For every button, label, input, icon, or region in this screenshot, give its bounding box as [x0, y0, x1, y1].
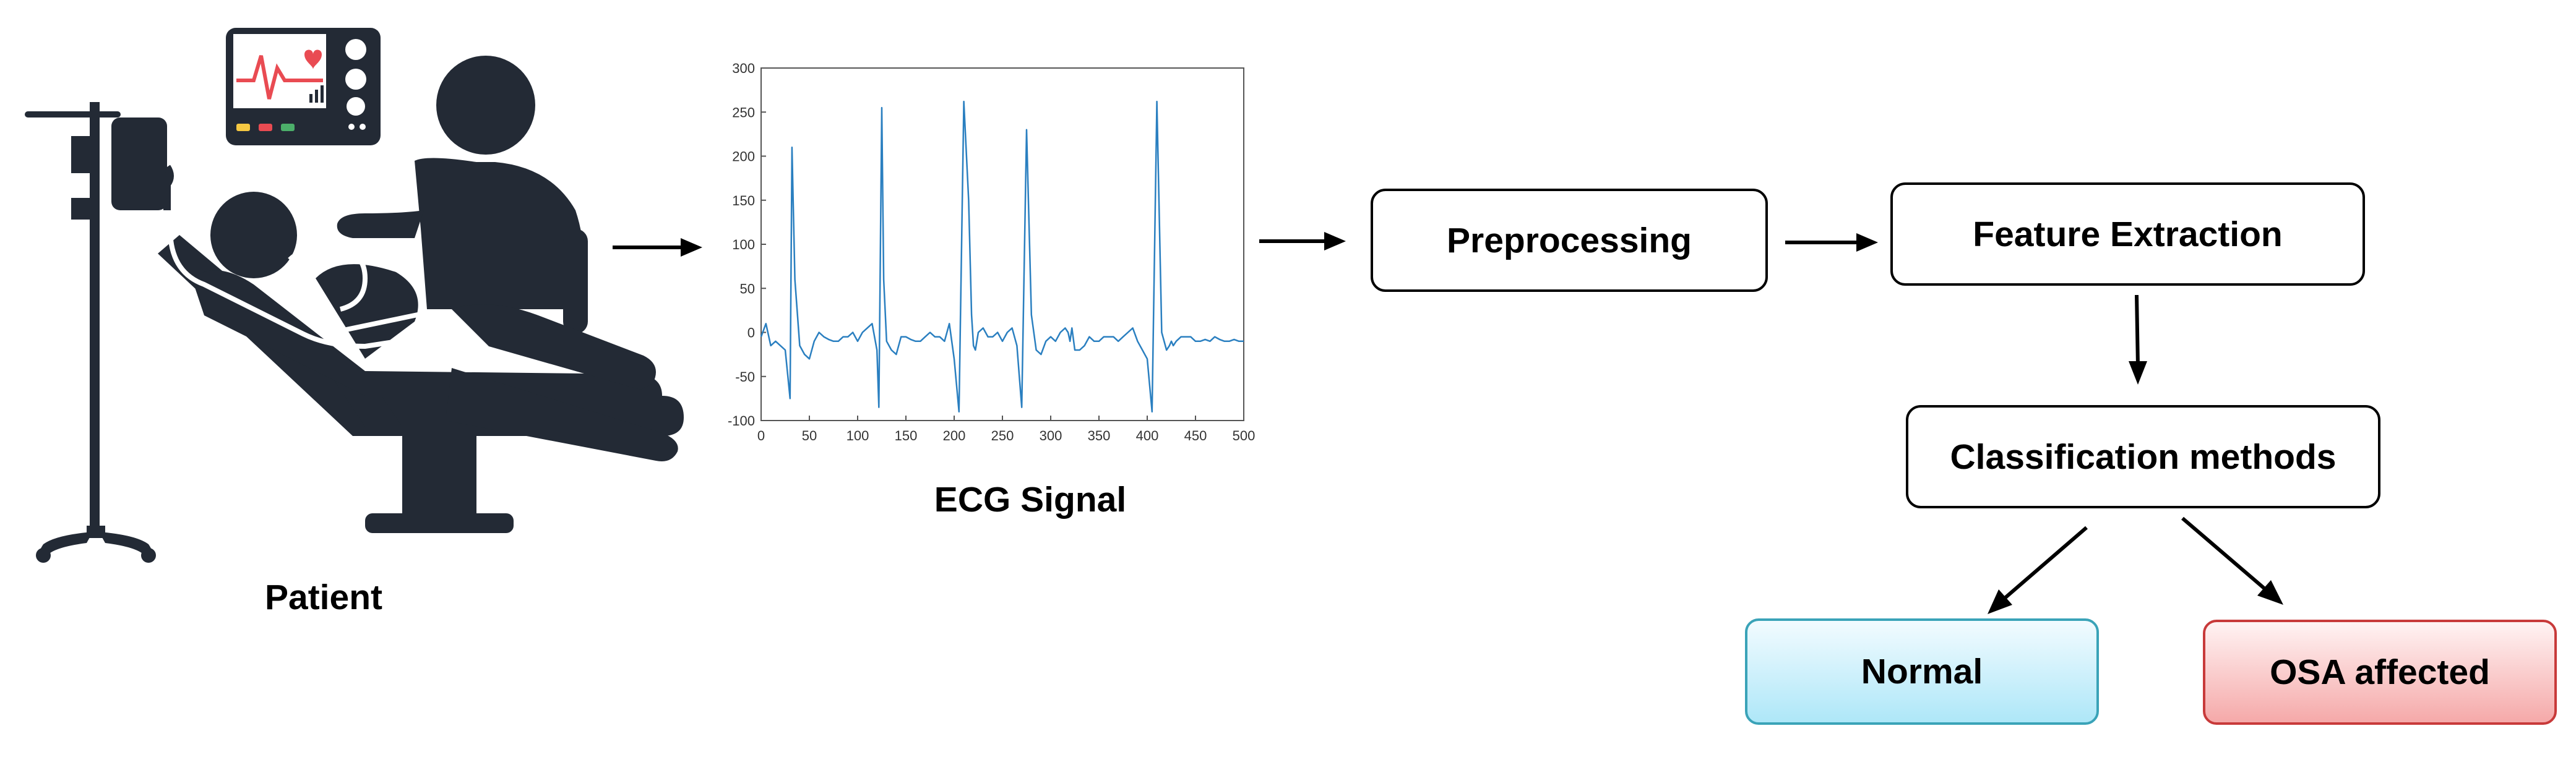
arrow-classification-to-normal [1988, 526, 2088, 614]
x-tick-label: 500 [1233, 428, 1256, 443]
y-tick-label: -50 [735, 369, 755, 385]
y-tick-label: 50 [740, 281, 755, 296]
arrow-feature-extraction-to-classification [2129, 294, 2147, 385]
y-tick-label: 150 [732, 193, 755, 208]
arrow-classification-to-osa-affected [2181, 516, 2283, 605]
x-tick-label: 400 [1136, 428, 1159, 443]
x-tick-label: 300 [1040, 428, 1062, 443]
x-tick-label: 150 [895, 428, 918, 443]
x-tick-label: 0 [757, 428, 765, 443]
y-tick-label: 250 [732, 105, 755, 120]
normal-box: Normal [1745, 618, 2099, 725]
x-tick-label: 200 [943, 428, 966, 443]
ecg-series-line [760, 100, 1244, 413]
osa-affected-box: OSA affected [2203, 620, 2557, 725]
feature-extraction-box: Feature Extraction [1890, 182, 2365, 286]
plot-frame [760, 67, 1244, 421]
x-tick-label: 100 [846, 428, 869, 443]
y-tick-label: -100 [728, 413, 755, 429]
x-tick-label: 350 [1088, 428, 1111, 443]
patient-label: Patient [264, 578, 383, 617]
patient-care-icon [25, 28, 684, 563]
preprocessing-box: Preprocessing [1371, 189, 1768, 292]
arrow-ecg-to-preprocessing [1259, 232, 1346, 250]
arrow-patient-to-ecg [613, 238, 702, 257]
x-tick-label: 50 [802, 428, 817, 443]
y-tick-label: 0 [747, 325, 755, 341]
x-tick-label: 450 [1184, 428, 1207, 443]
classification-methods-box: Classification methods [1906, 405, 2380, 508]
y-tick-label: 100 [732, 237, 755, 252]
arrow-preprocessing-to-feature-extraction [1785, 233, 1878, 252]
ecg-signal-label: ECG Signal [934, 480, 1127, 519]
x-tick-label: 250 [991, 428, 1014, 443]
y-tick-label: 300 [732, 61, 755, 76]
ecg-signal-chart: 0 50 100 150 200 250 300 350 400 450 500 -100 -50 0 50… [728, 61, 1256, 443]
y-tick-label: 200 [732, 149, 755, 165]
